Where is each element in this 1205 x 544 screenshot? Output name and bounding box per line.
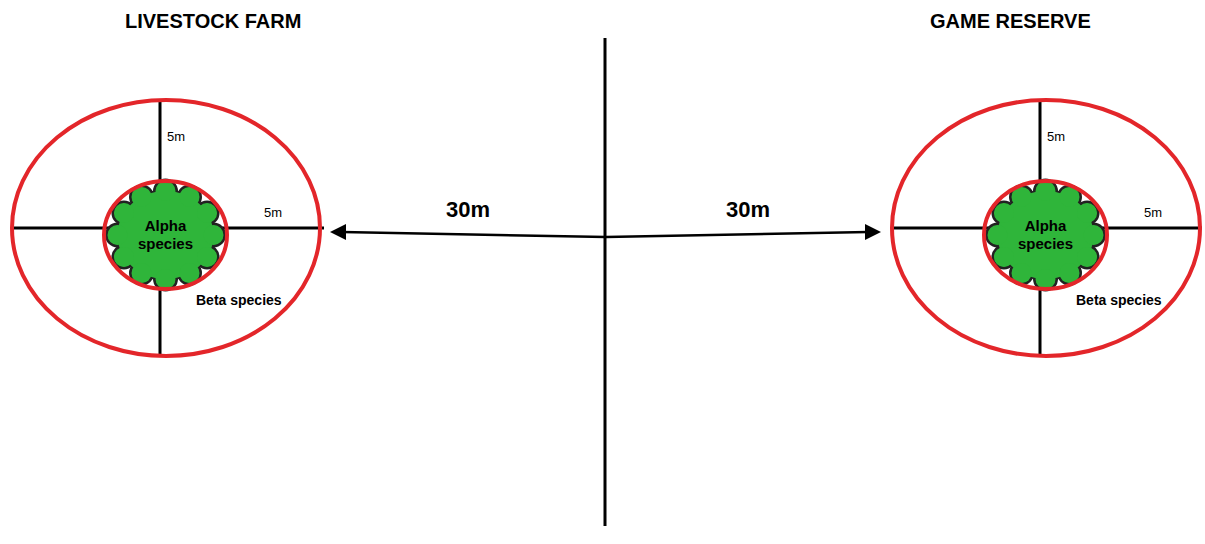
plot-area: Beta species Alpha species — [890, 98, 1202, 358]
bush-body — [998, 191, 1094, 279]
area-heading: LIVESTOCK FARM — [125, 9, 301, 33]
bush-body — [998, 191, 1094, 279]
plot-outline — [12, 100, 320, 356]
bush-lobe — [114, 247, 134, 267]
bush-lobe — [1036, 269, 1056, 289]
distance-label: 30m — [446, 197, 490, 223]
dimension: 5m — [1047, 129, 1065, 145]
bush-lobe — [988, 225, 1008, 245]
bush-lobe — [1084, 225, 1104, 245]
dimension: 5m — [264, 205, 282, 221]
bush-lobe — [994, 203, 1014, 223]
distance-arrow — [342, 232, 606, 237]
species-label: Alpha species — [131, 217, 201, 253]
bush-body — [118, 191, 214, 279]
distance-arrow — [606, 232, 868, 237]
text-holder: Alpha species — [983, 180, 1108, 290]
species-label: Alpha species — [1011, 217, 1081, 253]
bush-lobe — [204, 225, 224, 245]
plot-outline — [984, 181, 1107, 289]
bush-body — [118, 191, 214, 279]
species-label: Beta species — [1076, 292, 1162, 308]
species-plot: Alpha species — [103, 180, 228, 290]
bush-lobe — [197, 203, 217, 223]
area-heading: GAME RESERVE — [930, 9, 1091, 33]
bush-fill — [988, 181, 1104, 289]
bush-lobe — [1077, 203, 1097, 223]
arrow-head — [330, 224, 346, 240]
plot-outline — [104, 181, 227, 289]
bush-lobe — [1036, 181, 1056, 201]
dimension: 5m — [1144, 205, 1162, 221]
fence-line — [604, 38, 607, 526]
bush-lobe — [1077, 247, 1097, 267]
species-label: Beta species — [196, 292, 282, 308]
bush-lobe — [156, 269, 176, 289]
bush-lobe — [156, 181, 176, 201]
plot-outline — [892, 100, 1200, 356]
bush-fill — [108, 181, 224, 289]
arrow-head — [865, 224, 881, 240]
bush-lobe — [108, 225, 128, 245]
bush-lobe — [197, 247, 217, 267]
text-holder: Alpha species — [103, 180, 228, 290]
dimension: 5m — [167, 129, 185, 145]
plot-area: Beta species Alpha species — [10, 98, 322, 358]
bush-lobe — [114, 203, 134, 223]
distance-label: 30m — [726, 197, 770, 223]
bush-lobe — [994, 247, 1014, 267]
species-plot: Alpha species — [983, 180, 1108, 290]
